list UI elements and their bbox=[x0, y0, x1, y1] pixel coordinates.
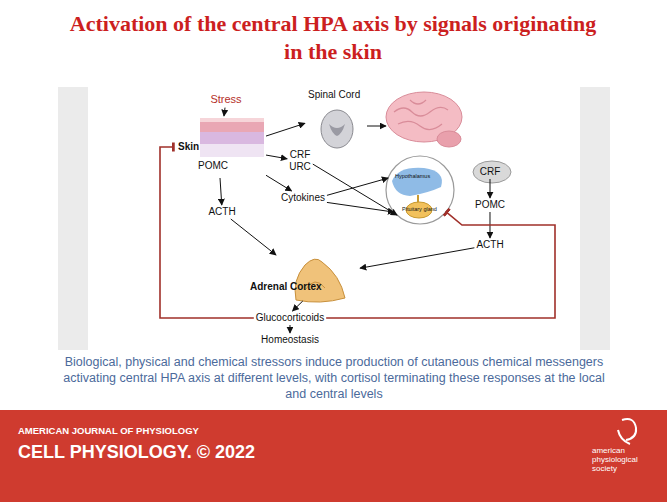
hormone-label: Glucocorticoids bbox=[254, 311, 326, 325]
node-text: Glucocorticoids bbox=[256, 312, 324, 324]
hormone-label: CRF bbox=[478, 165, 503, 179]
journal-name: CELL PHYSIOLOGY. © 2022 bbox=[18, 442, 255, 463]
signal-arrow bbox=[360, 248, 474, 268]
node-text: Skin bbox=[178, 141, 199, 153]
nerve-arrow bbox=[367, 126, 386, 127]
figure-title: Activation of the central HPA axis by si… bbox=[63, 10, 603, 66]
signal-arrow bbox=[313, 164, 397, 215]
node-text: POMC bbox=[475, 199, 505, 211]
mediator-label: CRF URC bbox=[287, 148, 313, 174]
cytokine-label: Cytokines bbox=[279, 191, 327, 205]
node-text: POMC bbox=[198, 160, 228, 172]
node-text: Spinal Cord bbox=[308, 89, 360, 101]
figure-ground bbox=[88, 87, 580, 350]
node-text: CRF URC bbox=[289, 149, 311, 173]
skin-illustration bbox=[200, 118, 264, 157]
signal-arrow bbox=[266, 175, 292, 191]
signal-arrow bbox=[289, 325, 290, 333]
node-text: Pituitary gland bbox=[402, 206, 437, 213]
hormone-label: ACTH bbox=[206, 205, 237, 219]
signal-arrow bbox=[220, 178, 222, 205]
signal-arrow bbox=[266, 123, 305, 136]
signal-arrow bbox=[231, 219, 276, 255]
signal-arrow bbox=[266, 155, 287, 159]
node-text: ACTH bbox=[476, 239, 503, 251]
stressor-label: Stress bbox=[208, 92, 243, 107]
adrenal-gland-illustration bbox=[295, 259, 345, 302]
spinal-cord-illustration bbox=[321, 110, 353, 148]
brain-illustration bbox=[386, 92, 462, 147]
node-text: Stress bbox=[210, 93, 241, 106]
hormone-label: POMC bbox=[473, 198, 507, 212]
figure-panel bbox=[58, 87, 610, 350]
signal-arrow bbox=[224, 108, 225, 116]
small-brain-illustration bbox=[473, 161, 511, 183]
feedback-inhibition bbox=[326, 212, 555, 318]
node-text: Homeostasis bbox=[261, 334, 319, 346]
signal-arrow bbox=[292, 301, 302, 311]
society-logo bbox=[618, 419, 636, 444]
node-text: Adrenal Cortex bbox=[250, 281, 322, 293]
node-text: Cytokines bbox=[281, 192, 325, 204]
node-text: Hypothalamus bbox=[395, 173, 430, 180]
node-text: CRF bbox=[480, 166, 501, 178]
spinal-cord-box: Spinal Cord bbox=[305, 88, 369, 152]
outcome-label: Homeostasis bbox=[259, 333, 321, 347]
figure-caption: Biological, physical and chemical stress… bbox=[58, 354, 610, 402]
signal-arrow bbox=[327, 178, 388, 195]
footer-band bbox=[0, 410, 667, 502]
hypothalamus-pituitary-illustration bbox=[386, 156, 454, 224]
signal-arrow bbox=[327, 202, 394, 212]
hormone-label: ACTH bbox=[474, 238, 505, 252]
skin-box: SkinPOMC bbox=[174, 116, 266, 178]
adrenal-box: Adrenal Cortex bbox=[250, 255, 360, 301]
feedback-inhibition bbox=[160, 147, 254, 318]
hypothalamus-pituitary-circle: HypothalamusPituitary gland bbox=[386, 156, 454, 224]
node-text: ACTH bbox=[208, 206, 235, 218]
society-name: american physiological society bbox=[592, 446, 652, 474]
journal-name: AMERICAN JOURNAL OF PHYSIOLOGY bbox=[18, 426, 199, 437]
signal-arrow bbox=[490, 179, 491, 198]
